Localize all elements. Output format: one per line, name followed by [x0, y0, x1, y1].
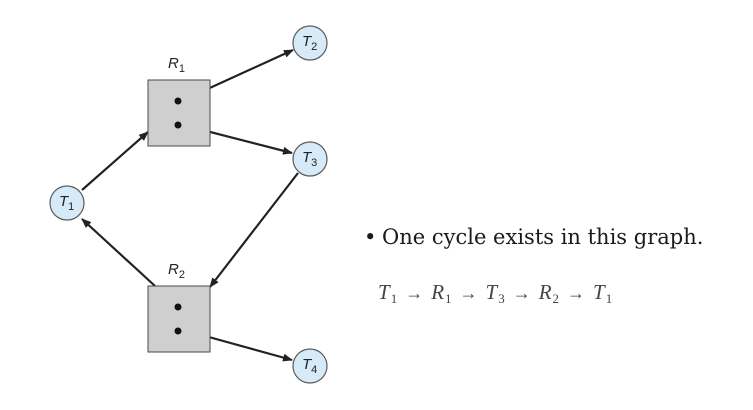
- resource-r1: R1: [147, 55, 211, 147]
- cycle-node: T1: [593, 280, 613, 306]
- request-edge-t3-r2: [209, 172, 299, 288]
- cycle-expression: T1 → R1 → T3 → R2 → T1: [378, 280, 753, 307]
- bullet-icon: •: [364, 225, 377, 249]
- arrow-icon: →: [459, 283, 478, 303]
- resource-label: R2: [168, 261, 185, 281]
- thread-t1: T1: [49, 185, 85, 221]
- notes: •One cycle exists in this graph. T1→R1→T…: [364, 222, 753, 307]
- cycle-node: T3: [485, 280, 505, 306]
- thread-circle: [292, 141, 328, 177]
- resource-box: [147, 285, 211, 353]
- thread-t2: T2: [292, 25, 328, 61]
- resource-box: [147, 79, 211, 147]
- resource-instance-dot: [174, 97, 182, 105]
- cycle-node: R1: [431, 280, 452, 306]
- bullet-point: •One cycle exists in this graph.: [364, 222, 753, 252]
- resource-label: R1: [168, 55, 185, 75]
- bullet-text: One cycle exists in this graph.: [382, 225, 704, 249]
- arrow-icon: →: [405, 283, 424, 303]
- thread-t4: T4: [292, 348, 328, 384]
- arrow-icon: →: [567, 283, 586, 303]
- cycle-node: R2: [538, 280, 560, 306]
- cycle-node: T1: [378, 280, 398, 306]
- resource-instance-dot: [174, 303, 182, 311]
- request-edge-t1-r1: [81, 131, 149, 191]
- resource-instance-dot: [174, 121, 182, 129]
- arrow-icon: →: [512, 283, 531, 303]
- thread-circle: [49, 185, 85, 221]
- thread-circle: [292, 348, 328, 384]
- resource-r2: R2: [147, 261, 211, 353]
- thread-t3: T3: [292, 141, 328, 177]
- thread-circle: [292, 25, 328, 61]
- resource-instance-dot: [174, 327, 182, 335]
- assignment-edge-r2-t1: [81, 218, 156, 287]
